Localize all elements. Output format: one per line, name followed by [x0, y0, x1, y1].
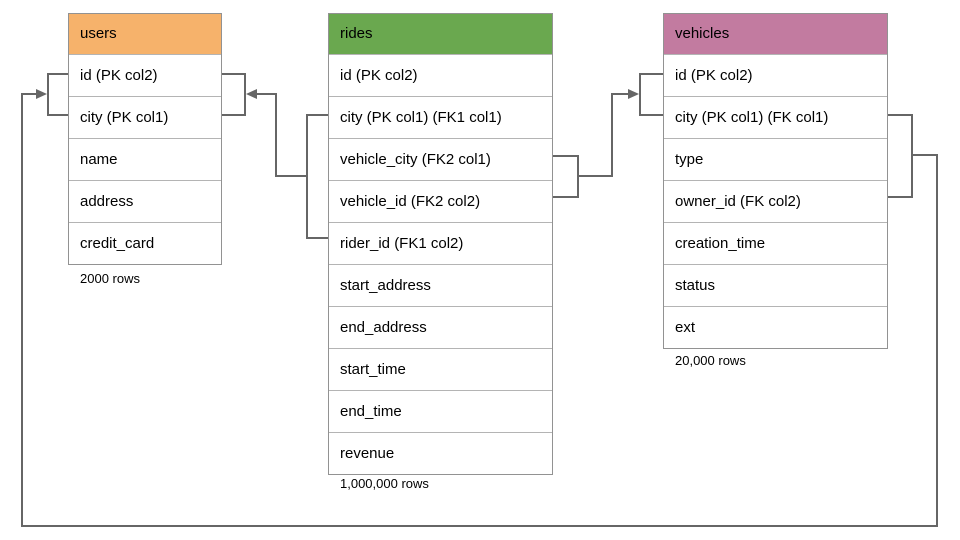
table-vehicles: vehicles id (PK col2) city (PK col1) (FK… [663, 13, 888, 349]
table-vehicles-column: ext [664, 306, 887, 348]
table-users-column: city (PK col1) [69, 96, 221, 138]
table-rides-column: rider_id (FK1 col2) [329, 222, 552, 264]
table-vehicles-column: creation_time [664, 222, 887, 264]
table-rides-column: start_address [329, 264, 552, 306]
vehicles-fk-bracket [888, 114, 913, 198]
table-rides-column: city (PK col1) (FK1 col1) [329, 96, 552, 138]
table-rides-header: rides [329, 14, 552, 54]
table-rides-column: end_address [329, 306, 552, 348]
table-rides-column: vehicle_city (FK2 col1) [329, 138, 552, 180]
table-rides-row-count: 1,000,000 rows [340, 476, 429, 491]
table-rides-column: revenue [329, 432, 552, 474]
table-rides-column: start_time [329, 348, 552, 390]
table-users: users id (PK col2) city (PK col1) name a… [68, 13, 222, 265]
rides-fk2-to-vehicles-line [578, 93, 632, 177]
rides-fk1-bracket [306, 114, 328, 239]
table-rides-column: end_time [329, 390, 552, 432]
arrowhead-into-users-right [246, 89, 257, 99]
table-vehicles-column: status [664, 264, 887, 306]
table-users-column: credit_card [69, 222, 221, 264]
table-vehicles-column: type [664, 138, 887, 180]
table-rides: rides id (PK col2) city (PK col1) (FK1 c… [328, 13, 553, 475]
vehicles-pk-left-bracket [639, 73, 663, 116]
table-vehicles-row-count: 20,000 rows [675, 353, 746, 368]
rides-fk1-to-users-line [250, 93, 307, 177]
table-users-column: name [69, 138, 221, 180]
table-vehicles-column: city (PK col1) (FK col1) [664, 96, 887, 138]
rides-fk2-bracket [553, 155, 579, 198]
table-vehicles-header: vehicles [664, 14, 887, 54]
users-pk-right-bracket [222, 73, 246, 116]
table-vehicles-column: id (PK col2) [664, 54, 887, 96]
table-rides-column: vehicle_id (FK2 col2) [329, 180, 552, 222]
table-users-header: users [69, 14, 221, 54]
arrowhead-into-users-left [36, 89, 47, 99]
table-rides-column: id (PK col2) [329, 54, 552, 96]
table-users-row-count: 2000 rows [80, 271, 140, 286]
arrowhead-into-vehicles-left [628, 89, 639, 99]
table-vehicles-column: owner_id (FK col2) [664, 180, 887, 222]
table-users-column: address [69, 180, 221, 222]
table-users-column: id (PK col2) [69, 54, 221, 96]
users-pk-left-bracket [47, 73, 68, 116]
